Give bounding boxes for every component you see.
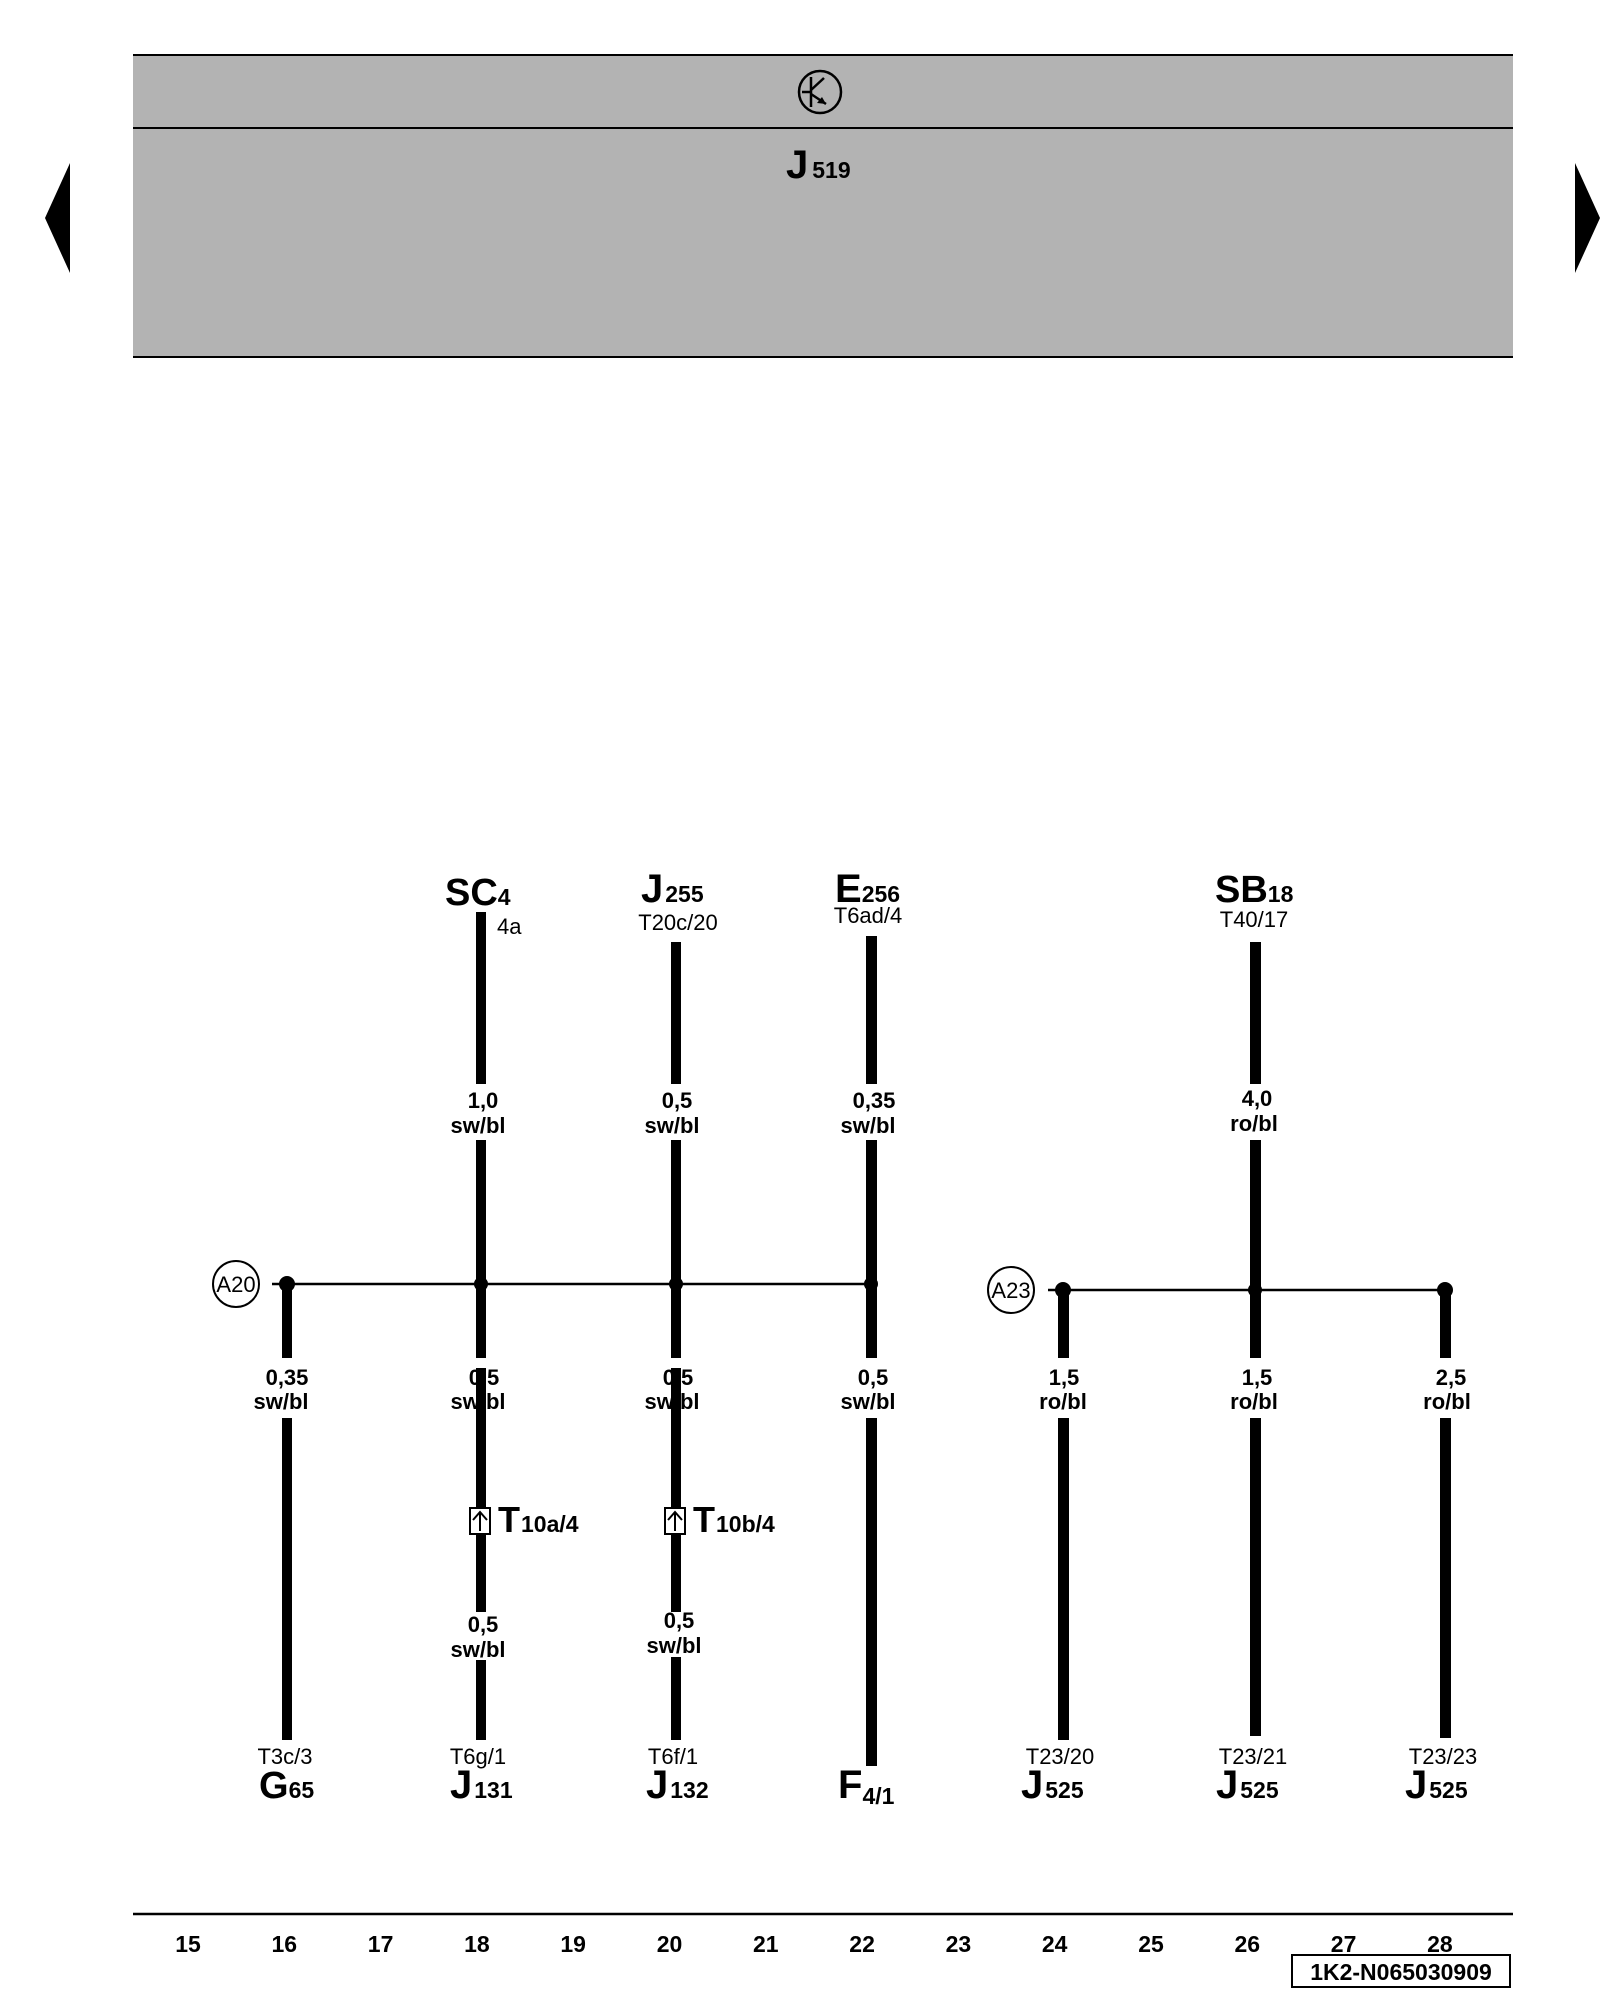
wire-color-18-after: sw/bl	[450, 1637, 505, 1662]
wire-color-28: ro/bl	[1423, 1389, 1471, 1414]
track-number: 17	[368, 1931, 394, 1957]
bottom-components: T3c/3 G65 T6g/1 J131 T6f/1 J132 F4/1 T23…	[257, 1744, 1477, 1809]
connector-t10b: T10b/4	[664, 1499, 775, 1540]
track-number: 27	[1331, 1931, 1357, 1957]
pin-e256: T6ad/4	[834, 903, 903, 928]
track-number: 20	[657, 1931, 683, 1957]
component-g65: G65	[259, 1765, 314, 1807]
component-sc4: SC4	[445, 872, 511, 914]
wire-color-24: ro/bl	[1039, 1389, 1087, 1414]
wire-size-28: 2,5	[1436, 1365, 1467, 1390]
component-j525-c: J525	[1405, 1763, 1468, 1807]
track-number: 15	[175, 1931, 201, 1957]
wire-column-20	[671, 942, 681, 1740]
pin-j132: T6f/1	[648, 1744, 698, 1769]
connector-label-t10b: T10b/4	[693, 1499, 775, 1540]
track-number: 23	[946, 1931, 972, 1957]
wire-size-22: 0,5	[858, 1365, 889, 1390]
pin-j525-c: T23/23	[1409, 1744, 1478, 1769]
component-sb18: SB18	[1215, 869, 1294, 911]
wire-column-22	[866, 936, 877, 1766]
component-j131: J131	[450, 1763, 513, 1807]
wire-size-22-upper: 0,35	[853, 1088, 896, 1113]
wire-color-26-upper: ro/bl	[1230, 1111, 1278, 1136]
track-number: 19	[560, 1931, 586, 1957]
wire-size-26: 1,5	[1242, 1365, 1273, 1390]
junction-label-a20: A20	[216, 1272, 255, 1297]
wire-column-16	[282, 1284, 292, 1740]
wire-color-20: sw/bl	[644, 1389, 699, 1414]
junction-dots	[279, 1276, 1453, 1298]
connector-label-t10a: T10a/4	[498, 1499, 579, 1540]
wire-size-16: 0,35	[266, 1365, 309, 1390]
wire-column-18	[476, 912, 486, 1740]
triangle-left-icon[interactable]	[45, 163, 70, 273]
wire-size-18-after: 0,5	[468, 1612, 499, 1637]
wire-color-26: ro/bl	[1230, 1389, 1278, 1414]
wire-color-22-upper: sw/bl	[840, 1113, 895, 1138]
ground-bus-a23: A23	[987, 1266, 1445, 1314]
track-numbers: 15 16 17 18 19 20 21 22 23 24 25 26 27 28	[175, 1931, 1453, 1957]
ground-bus-a20: A20	[212, 1260, 872, 1308]
lower-wire-labels: 0,35 sw/bl 0,5 sw/bl 0,5 sw/bl 0,5 sw/bl…	[253, 1365, 1470, 1414]
wire-column-26	[1250, 942, 1261, 1736]
wire-column-24	[1058, 1290, 1069, 1740]
track-number: 21	[753, 1931, 779, 1957]
wire-color-16: sw/bl	[253, 1389, 308, 1414]
triangle-right-icon[interactable]	[1575, 163, 1600, 273]
pin-j525-a: T23/20	[1026, 1744, 1095, 1769]
wire-color-22: sw/bl	[840, 1389, 895, 1414]
pin-g65: T3c/3	[257, 1744, 312, 1769]
component-j255: J255	[641, 867, 704, 911]
pin-sb18: T40/17	[1220, 907, 1289, 932]
track-number: 26	[1235, 1931, 1261, 1957]
pin-j131: T6g/1	[450, 1744, 506, 1769]
wire-size-26-upper: 4,0	[1242, 1086, 1273, 1111]
component-f4: F4/1	[838, 1763, 895, 1809]
track-number: 24	[1042, 1931, 1068, 1957]
junction-label-a23: A23	[991, 1278, 1030, 1303]
track-number: 25	[1138, 1931, 1164, 1957]
track-number: 28	[1427, 1931, 1453, 1957]
wire-color-20-after: sw/bl	[646, 1633, 701, 1658]
wire-size-18-upper: 1,0	[468, 1088, 499, 1113]
component-j525-b: J525	[1216, 1763, 1279, 1807]
wire-size-20-upper: 0,5	[662, 1088, 693, 1113]
track-number: 18	[464, 1931, 490, 1957]
wire-color-20-upper: sw/bl	[644, 1113, 699, 1138]
track-number: 22	[849, 1931, 875, 1957]
component-e256: E256	[835, 867, 900, 911]
wire-size-20: 0,5	[663, 1365, 694, 1390]
pin-j525-b: T23/21	[1219, 1744, 1288, 1769]
track-number: 16	[272, 1931, 298, 1957]
upper-wire-labels: 1,0 sw/bl 0,5 sw/bl 0,35 sw/bl 4,0 ro/bl	[450, 1086, 1277, 1138]
wire-size-24: 1,5	[1049, 1365, 1080, 1390]
wire-size-20-after: 0,5	[664, 1608, 695, 1633]
control-unit-transistor-symbol	[797, 69, 843, 115]
after-connector-wire-labels: 0,5 sw/bl 0,5 sw/bl	[450, 1608, 701, 1662]
wire-color-18: sw/bl	[450, 1389, 505, 1414]
component-j525-a: J525	[1021, 1763, 1084, 1807]
pin-j255: T20c/20	[638, 910, 718, 935]
component-j132: J132	[646, 1763, 709, 1807]
wire-color-18-upper: sw/bl	[450, 1113, 505, 1138]
diagram-id: 1K2-N065030909	[1310, 1959, 1492, 1985]
wire-size-18: 0,5	[469, 1365, 500, 1390]
diagram-id-box: 1K2-N065030909	[1291, 1954, 1511, 1988]
connector-t10a: T10a/4	[469, 1499, 579, 1540]
pin-sc4: 4a	[497, 914, 522, 939]
wire-column-28	[1440, 1290, 1451, 1738]
